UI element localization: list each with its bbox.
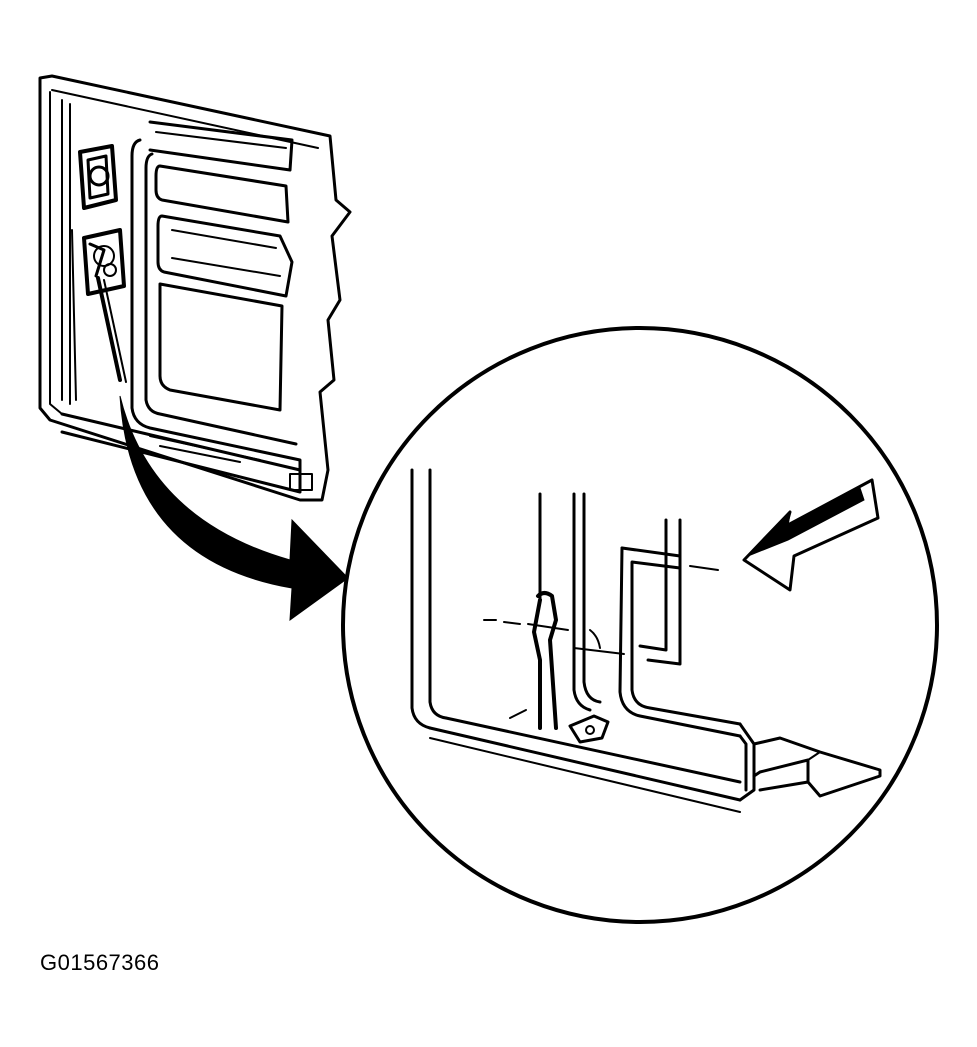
figure-id-label: G01567366: [40, 950, 160, 975]
callout-arrow: [119, 395, 349, 622]
detail-view-circle: [341, 326, 939, 924]
door-inner-panel: [38, 74, 352, 502]
detail-view-content: [410, 468, 882, 813]
